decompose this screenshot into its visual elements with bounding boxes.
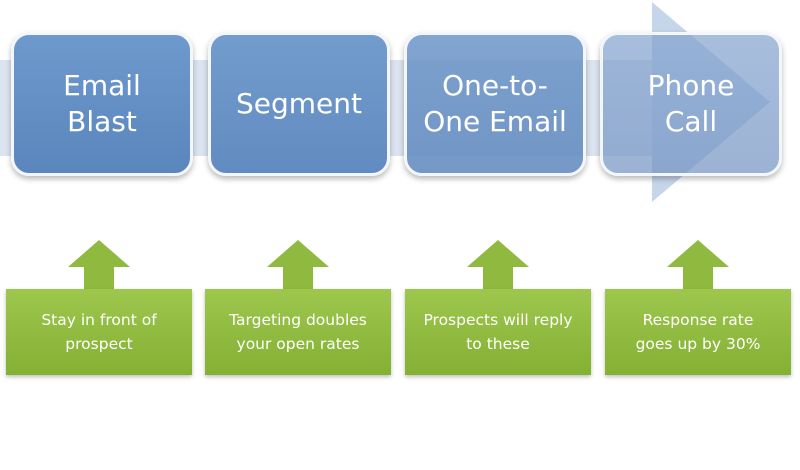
step-one-to-one-email[interactable]: One-to- One Email bbox=[404, 32, 586, 176]
benefit-callout-segment: Targeting doubles your open rates bbox=[205, 240, 391, 376]
step-segment[interactable]: Segment bbox=[208, 32, 390, 176]
benefit-text: Prospects will reply to these bbox=[405, 289, 591, 375]
benefit-callout-phone-call: Response rate goes up by 30% bbox=[605, 240, 791, 376]
up-arrow-icon bbox=[68, 240, 130, 290]
up-arrow-icon bbox=[467, 240, 529, 290]
benefit-callout-one-to-one-email: Prospects will reply to these bbox=[405, 240, 591, 376]
up-arrow-icon bbox=[267, 240, 329, 290]
step-phone-call[interactable]: Phone Call bbox=[600, 32, 782, 176]
benefit-text: Stay in front of prospect bbox=[6, 289, 192, 375]
up-arrow-icon bbox=[667, 240, 729, 290]
benefit-text: Response rate goes up by 30% bbox=[605, 289, 791, 375]
step-email-blast[interactable]: Email Blast bbox=[11, 32, 193, 176]
benefit-callout-email-blast: Stay in front of prospect bbox=[6, 240, 192, 376]
benefit-text: Targeting doubles your open rates bbox=[205, 289, 391, 375]
